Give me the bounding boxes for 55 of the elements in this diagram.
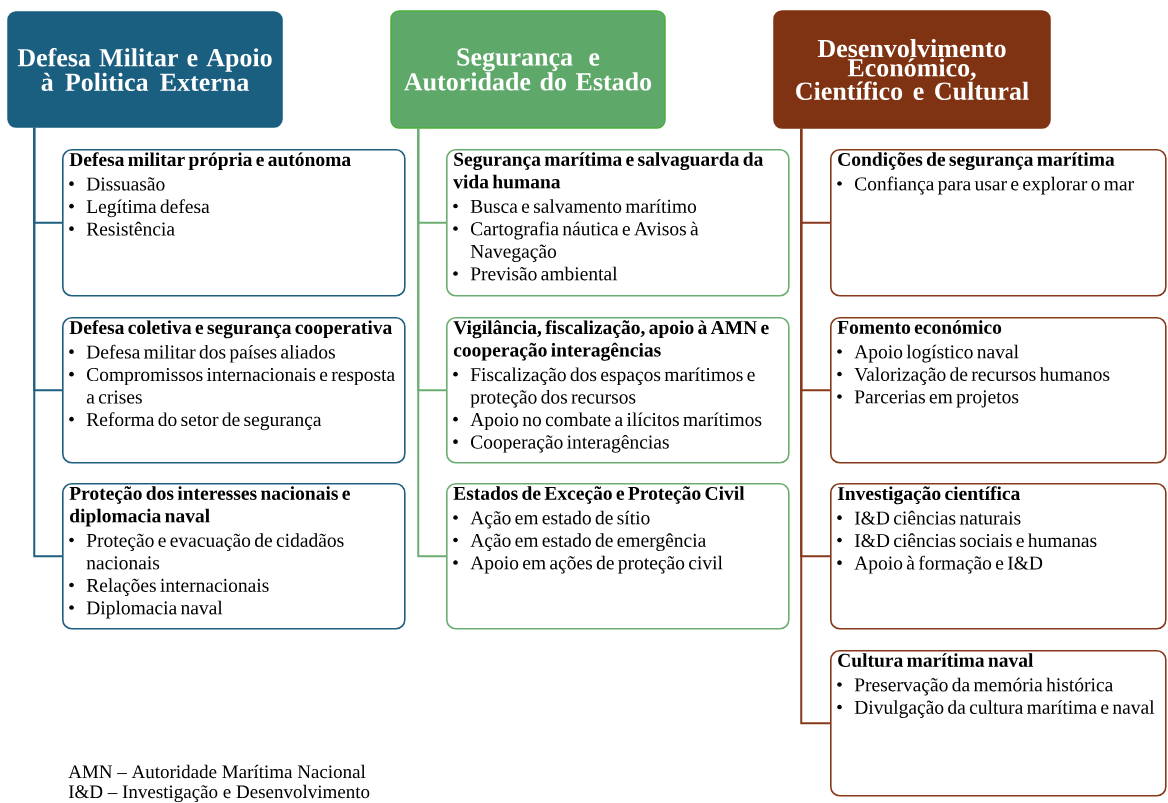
- connector-line: [800, 127, 831, 725]
- bullet-item: Defesa militar dos países aliados: [86, 344, 335, 363]
- bullet-item: Dissuasão: [86, 177, 165, 191]
- bullet-item: Relações internacionais: [86, 578, 269, 596]
- box-heading: Condições de segurança marítima: [838, 152, 1115, 171]
- connector-line: [417, 127, 447, 558]
- category-box: Desenvolvimento Económico, Científico e Cultural: [773, 10, 1051, 129]
- bullet-item: Confiança para usar e explorar o mar: [855, 176, 1134, 195]
- box-heading: Vigilância, fiscalização, apoio à AMN e cooperação interagências: [453, 320, 769, 361]
- bullet-item: Reforma do setor de segurança: [86, 412, 322, 431]
- bullet-item: Valorização de recursos humanos: [854, 367, 1110, 385]
- content-box: [446, 483, 790, 630]
- box-heading: Segurança marítima e salvaguarda da vida humana: [453, 152, 764, 189]
- bullet-item: Divulgação da cultura marítima e naval: [854, 700, 1155, 718]
- category-box: Defesa Militar e Apoio à Politica Externa: [7, 11, 283, 128]
- content-box: [62, 149, 406, 297]
- bullet-item: Fiscalização dos espaços marítimos e proteção dos recursos: [470, 367, 755, 408]
- box-heading: Proteção dos interesses nacionais e diplomacia naval: [69, 486, 350, 527]
- content-box: [830, 650, 1167, 797]
- box-heading: Investigação científica: [837, 486, 1021, 505]
- bullet-item: Preservação da memória histórica: [854, 677, 1113, 696]
- bullet-item: Diplomacia naval: [86, 600, 223, 619]
- bullet-item: Apoio logístico naval: [854, 344, 1019, 363]
- box-heading: Estados de Exceção e Proteção Civil: [453, 486, 745, 504]
- abbreviation-note: AMN – Autoridade Marítima Nacional: [68, 764, 366, 779]
- bullet-item: Apoio em ações de proteção civil: [470, 555, 723, 574]
- bullet-item: I&D ciências naturais: [854, 510, 1021, 525]
- bullet-item: Resistência: [86, 221, 175, 236]
- box-heading: Cultura marítima naval: [838, 653, 1034, 667]
- content-box: [446, 149, 790, 297]
- bullet-item: Previsão ambiental: [470, 266, 618, 281]
- bullet-item: I&D ciências sociais e humanas: [854, 533, 1097, 548]
- box-heading: Fomento económico: [837, 320, 1002, 334]
- connector-line: [33, 126, 63, 558]
- bullet-item: Ação em estado de sítio: [470, 510, 650, 529]
- bullet-item: Legítima defesa: [86, 199, 210, 218]
- bullet-item: Compromissos internacionais e resposta a crises: [86, 368, 395, 404]
- box-heading: Defesa militar própria e autónoma: [69, 152, 351, 171]
- content-box: [830, 483, 1167, 630]
- content-box: [830, 149, 1167, 297]
- box-heading: Defesa coletiva e segurança cooperativa: [69, 320, 392, 339]
- bullet-item: Proteção e evacuação de cidadãos nacionais: [86, 533, 344, 570]
- content-box: [830, 317, 1167, 464]
- bullet-item: Busca e salvamento marítimo: [470, 199, 697, 213]
- content-box: [62, 317, 406, 464]
- bullet-item: Apoio à formação e I&D: [854, 555, 1043, 574]
- category-box: Segurança e Autoridade do Estado: [390, 10, 666, 129]
- bullet-item: Apoio no combate a ilícitos marítimos: [470, 412, 762, 431]
- abbreviation-note: I&D – Investigação e Desenvolvimento: [68, 784, 370, 803]
- content-box: [62, 483, 406, 630]
- bullet-item: Cartografia náutica e Avisos à Navegação: [470, 221, 699, 262]
- bullet-item: Ação em estado de emergência: [470, 533, 706, 551]
- bullet-item: Parcerias em projetos: [854, 390, 1019, 408]
- bullet-item: Cooperação interagências: [471, 434, 669, 453]
- content-box: [446, 317, 790, 464]
